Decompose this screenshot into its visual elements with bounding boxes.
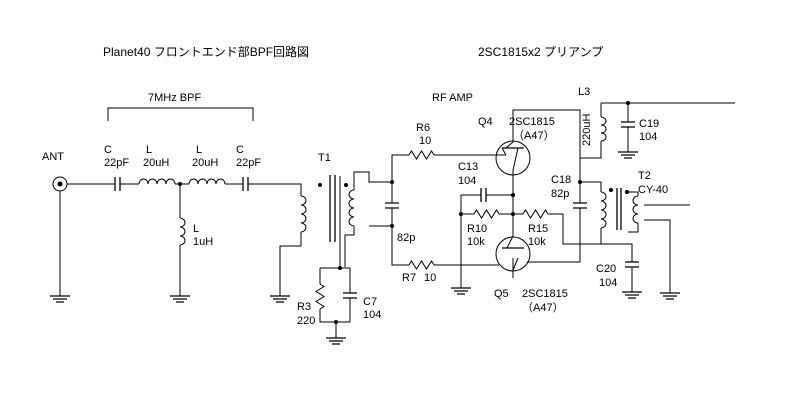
r10-label: R10: [467, 223, 487, 235]
transistor-q4: [495, 118, 531, 178]
antenna-label: ANT: [42, 151, 64, 163]
c20-label: C20: [596, 263, 616, 275]
q5-part: 2SC1815: [522, 288, 568, 300]
t2-label: T2: [638, 170, 651, 182]
c18-value: 82p: [551, 188, 569, 200]
t2-part: CY-40: [638, 184, 668, 196]
c13-label: C13: [458, 161, 478, 173]
c-out-label: C: [236, 144, 244, 156]
ground-symbol: [660, 292, 680, 300]
l-shunt-label: L: [193, 223, 199, 235]
q5-label: Q5: [494, 288, 509, 300]
ground-symbol: [326, 337, 346, 345]
capacitor-c7: [343, 292, 357, 299]
c7-label: C7: [363, 296, 377, 308]
resistor-r15: [522, 209, 549, 219]
c-out-value: 22pF: [236, 157, 261, 169]
c13-value: 104: [458, 175, 476, 187]
l1-value: 20uH: [143, 157, 169, 169]
l3-value: 220uH: [581, 114, 593, 146]
ground-symbol: [270, 295, 290, 303]
r6-value: 10: [419, 135, 431, 147]
capacitor-c-out: [242, 177, 249, 191]
capacitor-c13: [480, 188, 487, 202]
c7-value: 104: [363, 309, 381, 321]
q4-part: 2SC1815: [509, 116, 555, 128]
inductor-l2: [188, 178, 226, 185]
l2-value: 20uH: [192, 157, 218, 169]
q4-rank: （A47）: [513, 129, 555, 142]
q5-rank: （A47）: [522, 301, 564, 314]
ground-symbol: [618, 151, 638, 159]
r6-label: R6: [416, 122, 430, 134]
inductor-l3: [600, 116, 607, 142]
inductor-l-shunt: [179, 217, 186, 246]
r10-value: 10k: [467, 236, 485, 248]
r7-label: R7: [402, 272, 416, 284]
resistor-r7: [408, 260, 435, 270]
ground-symbol: [50, 295, 70, 303]
capacitor-c18: [573, 202, 587, 209]
c19-value: 104: [639, 131, 657, 143]
bpf-bracket: [107, 107, 254, 121]
capacitor-82p: [385, 202, 399, 209]
capacitor-c-in: [114, 177, 121, 191]
capacitor-c19: [621, 121, 635, 128]
c82-value: 82p: [397, 232, 415, 244]
inductor-l1: [138, 178, 176, 185]
transformer-t1: [279, 175, 355, 296]
r3-label: R3: [297, 301, 311, 313]
c19-label: C19: [639, 118, 659, 130]
ground-symbol: [170, 295, 190, 303]
transformer-t2: [600, 188, 639, 230]
bpf-label: 7MHz BPF: [148, 92, 201, 104]
right-title: 2SC1815x2 プリアンプ: [478, 45, 603, 59]
r3-value: 220: [297, 315, 315, 327]
c20-value: 104: [599, 277, 617, 289]
l-shunt-value: 1uH: [193, 236, 213, 248]
resistor-r6: [408, 150, 435, 160]
l3-label: L3: [578, 86, 590, 98]
c-in-label: C: [104, 144, 112, 156]
c-in-value: 22pF: [104, 157, 129, 169]
rfamp-label: RF AMP: [432, 92, 473, 104]
left-title: Planet40 フロントエンド部BPF回路図: [103, 44, 309, 59]
r15-value: 10k: [528, 236, 546, 248]
antenna-connector: [52, 176, 68, 296]
l2-label: L: [196, 144, 202, 156]
ground-symbol: [451, 287, 471, 295]
ground-symbol: [622, 291, 642, 299]
q4-label: Q4: [478, 116, 493, 128]
c18-label: C18: [551, 174, 571, 186]
t1-label: T1: [318, 152, 331, 164]
r15-label: R15: [528, 223, 548, 235]
r7-value: 10: [424, 272, 436, 284]
l1-label: L: [146, 144, 152, 156]
capacitor-c20: [625, 261, 639, 268]
resistor-r3: [315, 283, 325, 310]
resistor-r10: [473, 209, 500, 219]
